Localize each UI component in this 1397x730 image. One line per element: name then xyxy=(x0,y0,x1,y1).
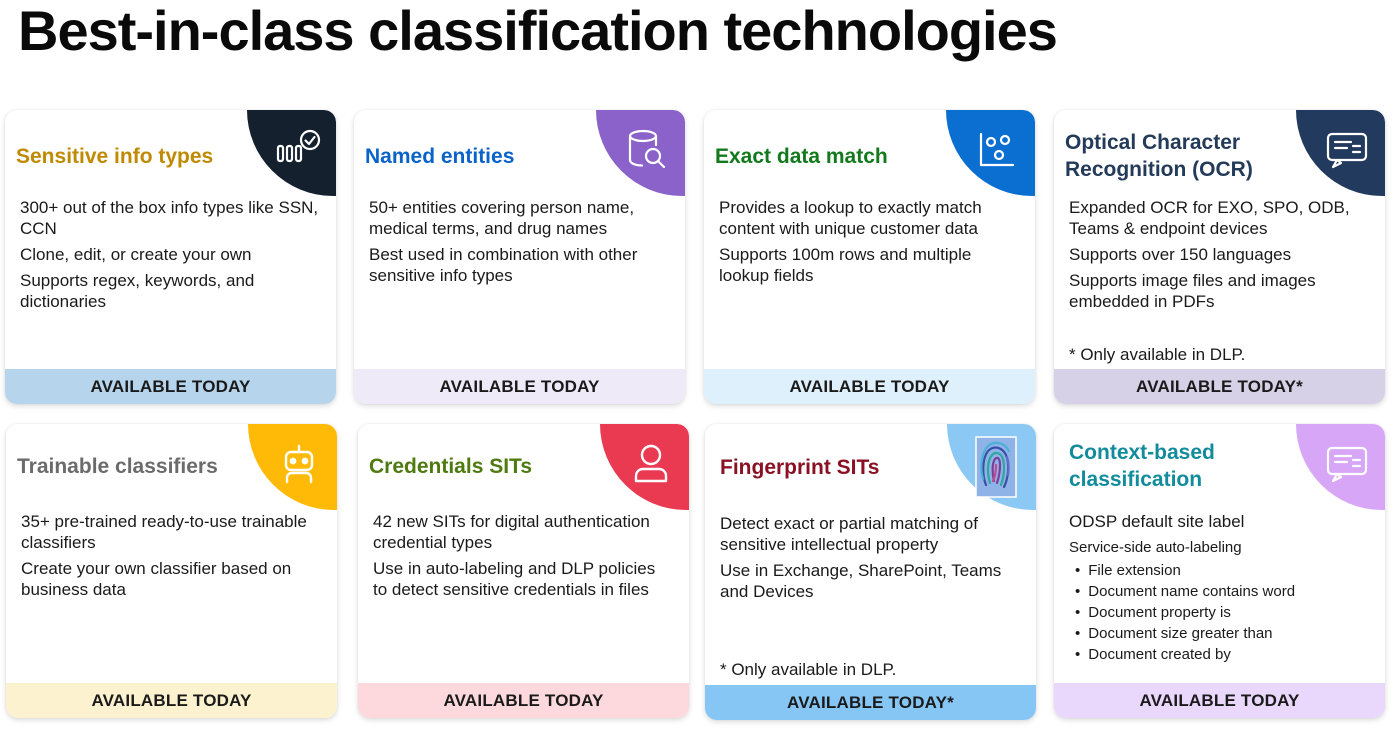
card-ocr: Optical Character Recognition (OCR) Expa… xyxy=(1054,110,1385,404)
card-named-entities: Named entities 50+ entities covering per… xyxy=(354,110,685,404)
card-body: 300+ out of the box info types like SSN,… xyxy=(20,197,320,317)
card-line: Use in auto-labeling and DLP policies to… xyxy=(373,559,656,599)
fingerprint-icon xyxy=(974,436,1017,498)
card-title: Sensitive info types xyxy=(16,145,214,168)
card-body: 50+ entities covering person name, medic… xyxy=(369,197,669,291)
scatter-chart-icon xyxy=(979,132,1014,167)
availability-footer: AVAILABLE TODAY* xyxy=(705,685,1036,720)
availability-footer: AVAILABLE TODAY xyxy=(5,369,336,404)
card-body: 42 new SITs for digital authentication c… xyxy=(373,511,673,605)
availability-footer: AVAILABLE TODAY xyxy=(6,683,337,718)
list-item: Document name contains word xyxy=(1075,581,1369,602)
card-credentials-sits: Credentials SITs 42 new SITs for digital… xyxy=(358,424,689,718)
list-item: Document property is xyxy=(1075,602,1369,623)
card-line: Provides a lookup to exactly match conte… xyxy=(719,198,982,238)
checklist-bars-icon xyxy=(276,129,320,163)
list-item: Document created by xyxy=(1075,644,1369,665)
card-line: Detect exact or partial matching of sens… xyxy=(720,514,978,554)
card-badge xyxy=(946,110,1035,196)
availability-footer: AVAILABLE TODAY xyxy=(354,369,685,404)
card-title: Trainable classifiers xyxy=(17,455,218,478)
card-line: ODSP default site label xyxy=(1069,512,1245,531)
card-body: 35+ pre-trained ready-to-use trainable c… xyxy=(21,511,321,605)
card-badge xyxy=(600,424,689,510)
card-line: Supports 100m rows and multiple lookup f… xyxy=(719,245,972,285)
document-label-icon xyxy=(1326,446,1367,483)
card-line: Supports regex, keywords, and dictionari… xyxy=(20,271,255,311)
card-body: Detect exact or partial matching of sens… xyxy=(720,513,1020,607)
condition-list: File extension Document name contains wo… xyxy=(1069,560,1369,665)
card-badge xyxy=(247,110,336,196)
card-line: Clone, edit, or create your own xyxy=(20,245,252,264)
card-line: 300+ out of the box info types like SSN,… xyxy=(20,198,319,238)
card-body: Expanded OCR for EXO, SPO, ODB, Teams & … xyxy=(1069,197,1369,317)
card-title: Exact data match xyxy=(715,145,888,168)
card-line: Use in Exchange, SharePoint, Teams and D… xyxy=(720,561,1002,601)
card-badge xyxy=(248,424,337,510)
card-badge xyxy=(596,110,685,196)
card-line: Create your own classifier based on busi… xyxy=(21,559,292,599)
page-title: Best-in-class classification technologie… xyxy=(18,0,1058,62)
availability-note: * Only available in DLP. xyxy=(720,660,897,679)
card-subheading: Service-side auto-labeling xyxy=(1069,539,1242,556)
card-title: Optical Character Recognition (OCR) xyxy=(1065,131,1253,181)
person-icon xyxy=(634,444,667,483)
availability-footer: AVAILABLE TODAY xyxy=(1054,683,1385,718)
card-line: 42 new SITs for digital authentication c… xyxy=(373,512,650,552)
card-title: Context-based classification xyxy=(1069,441,1215,491)
card-title: Fingerprint SITs xyxy=(720,456,880,479)
card-exact-data-match: Exact data match Provides a lookup to ex… xyxy=(704,110,1035,404)
card-context-based-classification: Context-based classification ODSP defaul… xyxy=(1054,424,1385,718)
card-badge xyxy=(947,424,1036,510)
list-item: Document size greater than xyxy=(1075,623,1369,644)
card-line: 50+ entities covering person name, medic… xyxy=(369,198,635,238)
card-title: Named entities xyxy=(365,145,515,168)
availability-note: * Only available in DLP. xyxy=(1069,345,1246,364)
card-line: Supports image files and images embedded… xyxy=(1069,271,1316,311)
card-body: Provides a lookup to exactly match conte… xyxy=(719,197,1019,291)
card-sensitive-info-types: Sensitive info types 300+ out of the box… xyxy=(5,110,336,404)
card-fingerprint-sits: Fingerprint SITs Detect exact or partial… xyxy=(705,424,1036,720)
document-scan-icon xyxy=(1326,132,1367,169)
database-search-icon xyxy=(628,129,665,169)
availability-footer: AVAILABLE TODAY* xyxy=(1054,369,1385,404)
availability-footer: AVAILABLE TODAY xyxy=(358,683,689,718)
card-body: ODSP default site label Service-side aut… xyxy=(1069,511,1369,665)
card-trainable-classifiers: Trainable classifiers 35+ pre-trained re… xyxy=(6,424,337,718)
card-line: Supports over 150 languages xyxy=(1069,245,1292,264)
card-title: Credentials SITs xyxy=(369,455,532,478)
card-line: Expanded OCR for EXO, SPO, ODB, Teams & … xyxy=(1069,198,1350,238)
card-badge xyxy=(1296,424,1385,510)
list-item: File extension xyxy=(1075,560,1369,581)
card-line: Best used in combination with other sens… xyxy=(369,245,638,285)
card-badge xyxy=(1296,110,1385,196)
robot-icon xyxy=(284,444,313,484)
availability-footer: AVAILABLE TODAY xyxy=(704,369,1035,404)
card-line: 35+ pre-trained ready-to-use trainable c… xyxy=(21,512,307,552)
